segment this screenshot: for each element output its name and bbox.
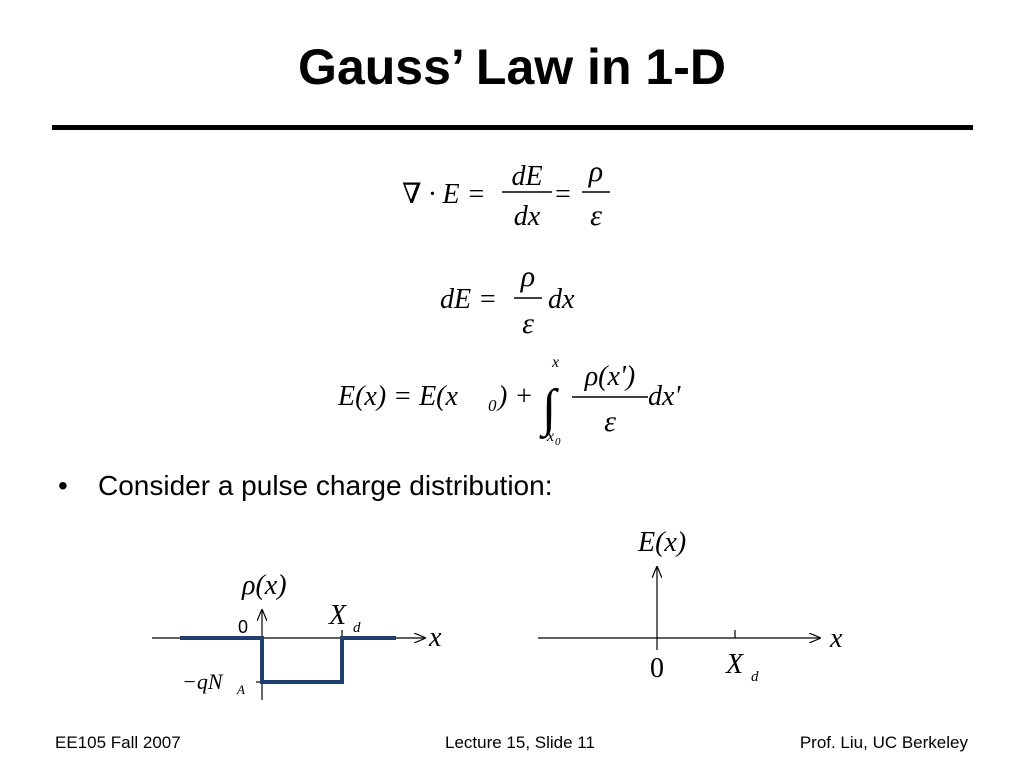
bullet-dot-icon: • (58, 470, 68, 501)
rho-pulse-curve (180, 636, 396, 684)
bullet-item: • Consider a pulse charge distribution: (58, 470, 552, 502)
footer-author: Prof. Liu, UC Berkeley (799, 733, 968, 752)
equation-1-svg: ∇ · E = dE dx = ρ ε (402, 155, 610, 232)
equation-3-svg: E(x) = E(x 0 ) + x ∫ x 0 ρ(x') ε dx' (337, 354, 681, 448)
eq3-integral-lower-sub: 0 (555, 436, 561, 448)
e-ylabel: E(x) (637, 527, 686, 558)
e-xlabel: x (829, 623, 843, 654)
rho-neg-label: −qN (182, 669, 224, 694)
eq3-integral-upper: x (551, 354, 559, 371)
rho-ylabel: ρ(x) (241, 570, 287, 601)
eq2-rhs: dx (548, 284, 575, 315)
eq1-frac1-denominator: dx (514, 201, 541, 232)
eq3-rhs: dx' (648, 381, 681, 412)
rho-xd-sub: d (353, 620, 361, 636)
rho-neg-sub: A (236, 682, 245, 697)
eq3-lhs: E(x) = E(x (337, 381, 459, 412)
slide-title: Gauss’ Law in 1-D (298, 39, 726, 95)
e-xd-label: X (725, 649, 744, 680)
rho-xd-label: X (328, 600, 347, 631)
equation-2-svg: dE = ρ ε dx (440, 260, 575, 340)
eq2-frac-numerator: ρ (520, 260, 535, 293)
bullet-text: Consider a pulse charge distribution: (98, 470, 553, 501)
e-xd-sub: d (751, 669, 759, 685)
footer-course: EE105 Fall 2007 (55, 733, 181, 752)
eq3-lhs-sub: 0 (488, 396, 497, 415)
eq1-equals: = (555, 179, 571, 210)
e-zero-label: 0 (650, 653, 664, 684)
integral-sign-icon: ∫ (539, 380, 559, 439)
eq3-frac-numerator: ρ(x') (584, 361, 636, 392)
electric-field-plot: E(x) x 0 X d (538, 527, 843, 685)
eq2-frac-denominator: ε (522, 307, 534, 340)
eq1-lhs: ∇ · E = (402, 179, 486, 210)
charge-density-plot: ρ(x) x 0 X d −qN A (152, 570, 442, 700)
rho-zero-label: 0 (238, 617, 248, 637)
eq3-integral-lower: x (546, 428, 554, 445)
eq1-frac2-numerator: ρ (588, 155, 603, 188)
eq2-lhs: dE = (440, 284, 497, 315)
title-divider (52, 125, 973, 130)
footer-slide-number: Lecture 15, Slide 11 (445, 733, 595, 752)
eq3-lhs-tail: ) + (496, 381, 533, 412)
eq1-frac2-denominator: ε (590, 199, 602, 232)
eq3-frac-denominator: ε (604, 405, 616, 438)
eq1-frac1-numerator: dE (511, 161, 542, 192)
rho-xlabel: x (428, 622, 442, 653)
